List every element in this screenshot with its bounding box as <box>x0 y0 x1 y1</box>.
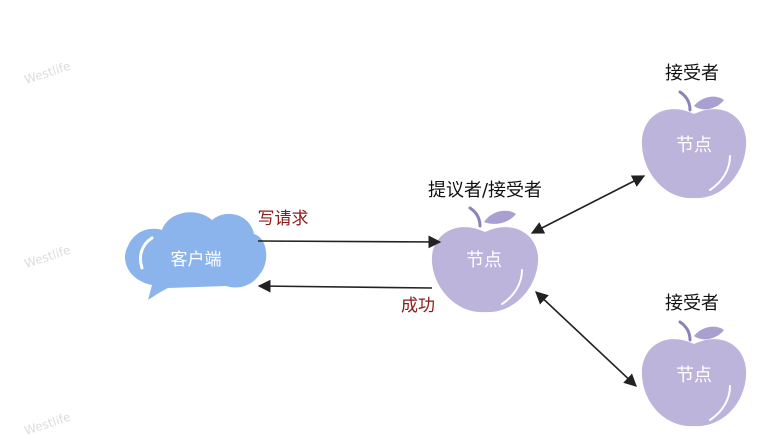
bidirectional-arrow <box>535 291 637 387</box>
apple-leaf <box>484 210 516 224</box>
client-node: 客户端 <box>125 212 267 300</box>
client-cloud-shape <box>125 212 267 300</box>
apple-highlight <box>709 155 731 191</box>
proposer-to-acceptor-bottom-edge <box>535 291 637 387</box>
proposer-node: 提议者/接受者 节点 <box>428 180 542 313</box>
write-request-edge: 写请求 <box>257 209 442 249</box>
apple-leaf <box>694 96 724 110</box>
proposer-node-label: 节点 <box>466 250 502 271</box>
acceptor-top-role-label: 接受者 <box>665 63 719 84</box>
apple-leaf <box>694 326 724 340</box>
watermark-text: Westlife <box>23 243 73 271</box>
write-request-arrow <box>257 235 442 249</box>
success-label: 成功 <box>401 296 435 316</box>
proposer-to-acceptor-top-edge <box>530 175 646 234</box>
apple-stem <box>678 320 692 342</box>
acceptor-top-node-label: 节点 <box>676 135 712 156</box>
acceptor-top-node: 接受者 节点 <box>641 63 747 199</box>
success-arrow <box>257 279 433 293</box>
apple-body <box>641 339 747 427</box>
watermarks: Westlife Westlife Westlife <box>23 59 73 435</box>
apple-highlight <box>709 385 731 421</box>
client-cloud-highlight <box>138 236 154 270</box>
proposer-role-label: 提议者/接受者 <box>428 180 542 201</box>
apple-body <box>641 109 747 199</box>
apple-stem <box>678 90 692 112</box>
client-label: 客户端 <box>171 250 222 270</box>
acceptor-bottom-node: 接受者 节点 <box>641 293 747 427</box>
apple-body <box>431 227 539 313</box>
bidirectional-arrow <box>530 175 646 234</box>
watermark-text: Westlife <box>23 410 73 435</box>
acceptor-bottom-node-label: 节点 <box>676 365 712 386</box>
acceptor-bottom-role-label: 接受者 <box>665 293 719 314</box>
success-edge: 成功 <box>257 279 435 316</box>
apple-stem <box>468 206 482 228</box>
watermark-text: Westlife <box>23 59 73 87</box>
apple-highlight <box>501 269 523 305</box>
write-request-label: 写请求 <box>258 209 309 229</box>
